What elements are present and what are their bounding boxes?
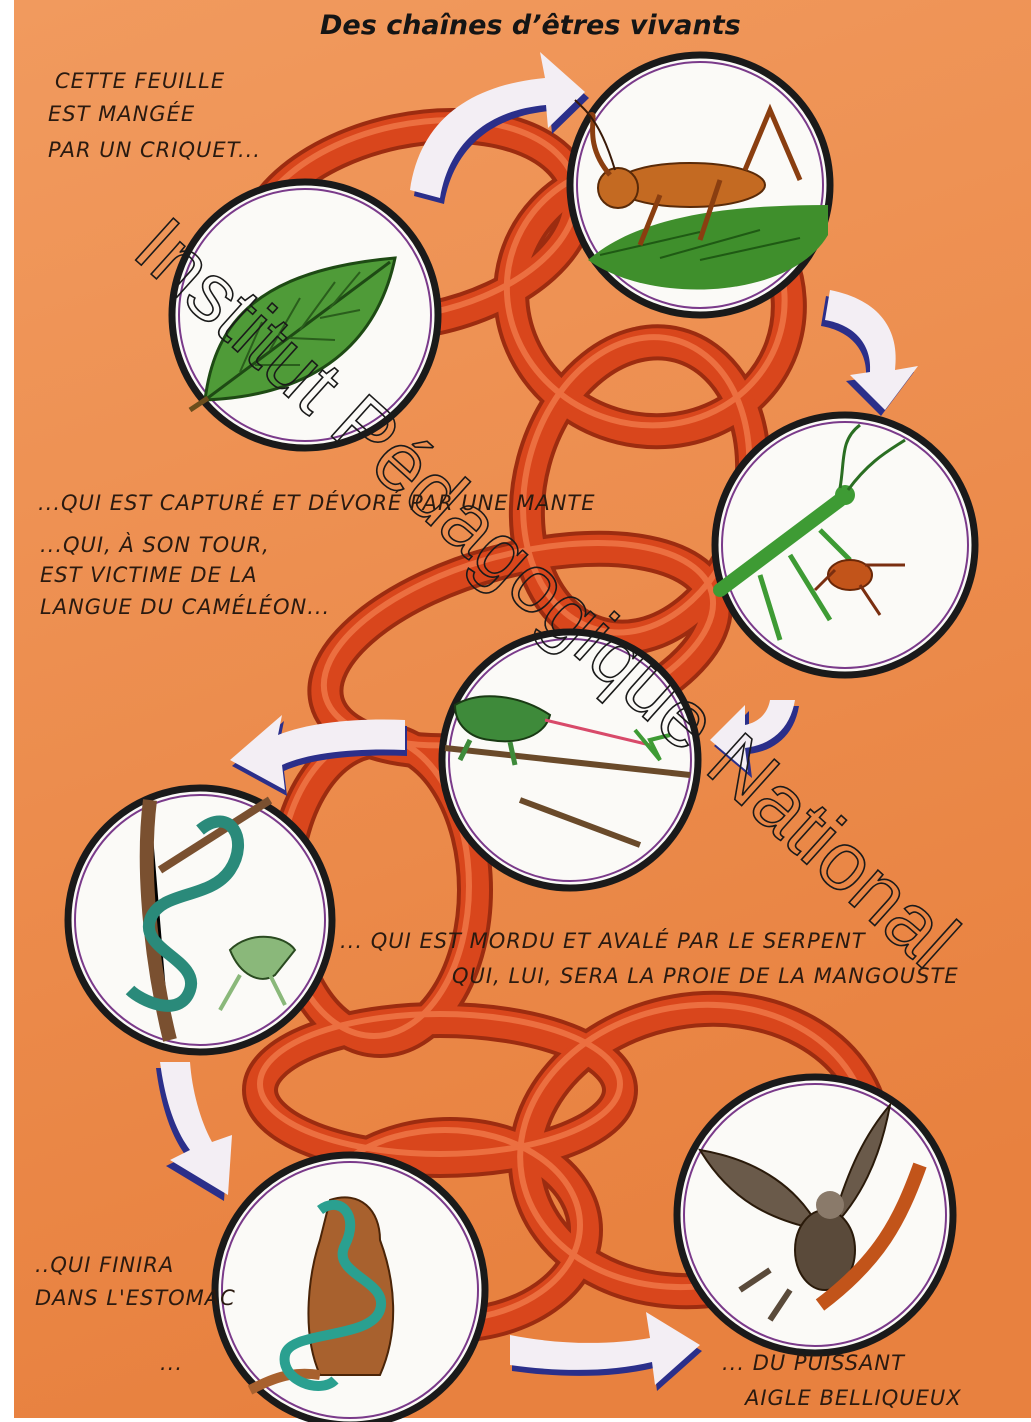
caption-line: CETTE FEUILLE xyxy=(55,69,225,93)
caption-line: ...QUI, À SON TOUR, xyxy=(40,532,270,557)
caption-line: DANS L'ESTOMAC xyxy=(35,1286,236,1310)
caption-line: ... DU PUISSANT xyxy=(722,1351,906,1375)
caption-line: PAR UN CRIQUET... xyxy=(48,138,261,162)
eagle-circle xyxy=(677,1077,953,1353)
caption-line: EST VICTIME DE LA xyxy=(40,563,258,587)
caption-line: LANGUE DU CAMÉLÉON... xyxy=(40,594,330,619)
caption-line: AIGLE BELLIQUEUX xyxy=(743,1386,962,1410)
cricket-circle xyxy=(570,55,830,315)
caption-line: ... xyxy=(160,1351,183,1375)
caption-line: ..QUI FINIRA xyxy=(35,1253,174,1277)
mantis-circle xyxy=(715,415,975,675)
caption-line: ... QUI EST MORDU ET AVALÉ PAR LE SERPEN… xyxy=(340,928,867,953)
snake-circle xyxy=(68,788,332,1052)
caption-line: EST MANGÉE xyxy=(48,101,195,126)
caption-mantis: ...QUI EST CAPTURÉ ET DÉVORÉ PAR UNE MAN… xyxy=(38,490,596,515)
mongoose-circle xyxy=(215,1155,485,1422)
poster-title: Des chaînes d’êtres vivants xyxy=(320,10,741,41)
caption-line: QUI, LUI, SERA LA PROIE DE LA MANGOUSTE xyxy=(452,964,959,988)
